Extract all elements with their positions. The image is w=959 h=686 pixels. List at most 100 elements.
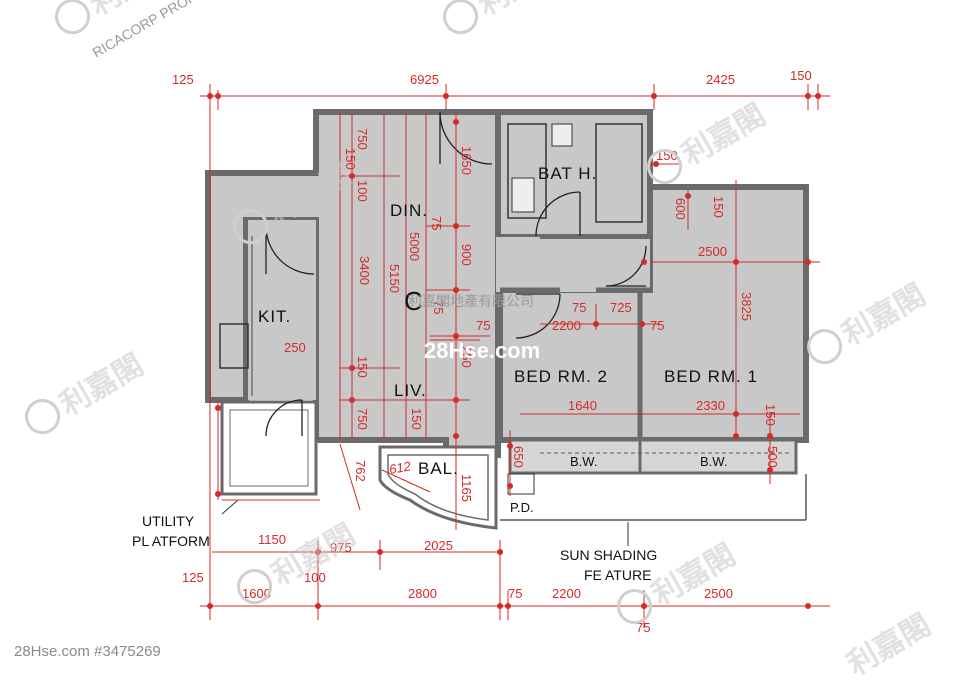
utility-platform-inner — [229, 409, 309, 487]
dim-250a: 250 — [459, 346, 474, 368]
bed2-door-swing — [515, 293, 561, 339]
balcony-outline — [378, 445, 498, 530]
footer-listing-id: 28Hse.com #3475269 — [14, 643, 161, 660]
dim-top-2425: 2425 — [706, 72, 735, 87]
dim-top-6925: 6925 — [410, 72, 439, 87]
room-kitchen-label: KIT. — [258, 307, 291, 326]
dim-top-125: 125 — [172, 72, 194, 87]
dim-75b: 75 — [431, 300, 446, 314]
dim-bottom-125: 125 — [182, 570, 204, 585]
dim-2200a: 2200 — [552, 318, 581, 333]
watermark-logo-4: 利嘉閣 — [647, 98, 771, 185]
room-balcony-label: BAL. — [418, 459, 459, 478]
dim-bottom-2200: 2200 — [552, 586, 581, 601]
room-labels: BAT H. DIN. KIT. LIV. BAL. BED RM. 2 BED… — [132, 164, 758, 583]
watermark-site: 28Hse.com — [424, 338, 540, 363]
dim-bottom-75a: 75 — [508, 586, 522, 601]
room-living-label: LIV. — [394, 381, 427, 400]
dim-bottom-75b: 75 — [636, 620, 650, 635]
dim-3400: 3400 — [357, 256, 372, 285]
bay-window-label-1: B.W. — [570, 454, 597, 469]
kitchen-area — [246, 220, 316, 400]
dim-762: 762 — [353, 460, 368, 482]
dim-750b: 750 — [355, 408, 370, 430]
dim-150f: 150 — [763, 404, 778, 426]
dim-725: 725 — [610, 300, 632, 315]
utility-platform-label-2: PL ATFORM — [132, 533, 210, 549]
dim-150b: 150 — [355, 356, 370, 378]
dim-975: 975 — [330, 540, 352, 555]
dim-2500a: 2500 — [698, 244, 727, 259]
svg-text:利嘉閣: 利嘉閣 — [837, 278, 931, 352]
dim-900: 900 — [459, 244, 474, 266]
svg-text:利嘉閣: 利嘉閣 — [647, 538, 741, 612]
dim-750a: 750 — [355, 128, 370, 150]
dim-250b: 250 — [284, 340, 306, 355]
shower-tray — [507, 123, 547, 219]
room-bed1-label: BED RM. 1 — [664, 367, 758, 386]
dim-bottom-2800: 2800 — [408, 586, 437, 601]
dimension-labels: 125 6925 2425 150 150 750 1650 100 75 50… — [172, 68, 812, 635]
dim-1150: 1150 — [258, 532, 286, 547]
bathroom — [495, 109, 653, 240]
bath-door-swing — [535, 191, 581, 237]
room-dining-label: DIN. — [390, 201, 428, 220]
bed1-door-swing — [605, 245, 647, 287]
sun-shading-label-2: FE ATURE — [584, 567, 651, 583]
dim-1650: 1650 — [459, 146, 474, 175]
room-bed2-label: BED RM. 2 — [514, 367, 608, 386]
dim-150a: 150 — [343, 148, 358, 170]
dim-5150: 5150 — [387, 264, 402, 293]
dim-1640: 1640 — [568, 398, 597, 413]
utility-platform-label-1: UTILITY — [142, 513, 195, 529]
pipe-duct-label: P.D. — [510, 500, 534, 515]
dim-150c: 150 — [409, 408, 424, 430]
corridor — [496, 237, 650, 292]
room-bath-label: BAT H. — [538, 164, 597, 183]
watermark-logo-5: 利嘉閣 — [25, 348, 149, 435]
utility-door-swing — [265, 399, 303, 437]
dim-612: 612 — [388, 458, 413, 477]
dim-500: 500 — [765, 446, 780, 468]
dim-100a: 100 — [355, 180, 370, 202]
basin — [511, 177, 535, 213]
sun-shading-label-1: SUN SHADING — [560, 547, 657, 563]
bath-cabinet — [595, 123, 643, 223]
svg-text:利嘉閣: 利嘉閣 — [677, 98, 771, 172]
dimension-markers — [207, 93, 821, 609]
dim-75e: 75 — [476, 318, 490, 333]
dim-150e: 150 — [711, 196, 726, 218]
dim-top-150: 150 — [790, 68, 812, 83]
svg-text:利嘉閣: 利嘉閣 — [473, 0, 567, 22]
bay-window-label-2: B.W. — [700, 454, 727, 469]
dim-5000: 5000 — [407, 232, 422, 261]
dim-2025: 2025 — [424, 538, 453, 553]
dim-bottom-100: 100 — [304, 570, 326, 585]
dim-3825: 3825 — [739, 292, 754, 321]
entry-door-swing — [439, 111, 493, 165]
dim-75a: 75 — [429, 216, 444, 230]
dim-75c: 75 — [572, 300, 586, 315]
dim-600: 600 — [673, 198, 688, 220]
dim-75d: 75 — [650, 318, 664, 333]
svg-text:利嘉閣: 利嘉閣 — [842, 608, 936, 682]
watermark-logo-9: 利嘉閣 — [842, 608, 936, 682]
dim-650: 650 — [511, 446, 526, 468]
utility-leader — [221, 499, 239, 515]
watermark-center-text: 利嘉閣地產有限公司 — [408, 293, 534, 309]
bay-windows — [508, 438, 798, 475]
dim-bottom-1600: 1600 — [242, 586, 271, 601]
door-swings — [265, 111, 647, 437]
dim-1165: 1165 — [459, 474, 474, 502]
svg-text:利嘉閣: 利嘉閣 — [55, 348, 149, 422]
utility-platform — [220, 400, 318, 496]
watermark-logo-6: 利嘉閣 — [807, 278, 931, 365]
toilet — [551, 123, 573, 147]
dim-2330: 2330 — [696, 398, 725, 413]
dim-bottom-2500: 2500 — [704, 586, 733, 601]
kitchen-counter — [219, 323, 249, 369]
watermark-logo-2: 利嘉閣 — [443, 0, 567, 35]
kitchen-door-swing — [265, 225, 315, 275]
